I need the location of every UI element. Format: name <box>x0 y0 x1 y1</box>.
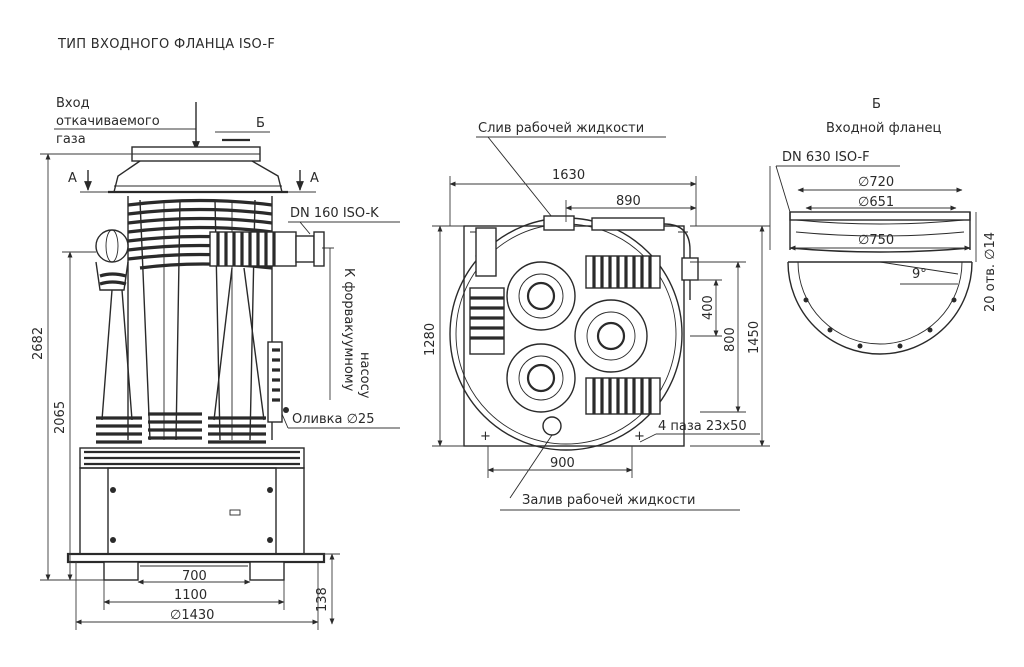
slots-label: 4 паза 23х50 <box>658 419 747 434</box>
side-view: Вход откачиваемого газа Б А А <box>31 96 400 630</box>
inlet-label-line1: Вход <box>56 96 90 111</box>
forvacuum-label-line2: насосу <box>357 352 372 399</box>
forvacuum-label-line1: К форвакуумному <box>341 268 356 392</box>
dim-flange-750: ∅750 <box>858 233 894 248</box>
top-drain-label: Слив рабочей жидкости <box>478 121 644 136</box>
flange-angle: 9° <box>912 267 927 282</box>
dim-base-height: 138 <box>315 587 330 612</box>
dim-top-1450: 1450 <box>747 321 762 354</box>
dim-top-400: 400 <box>701 295 716 320</box>
pump-chamber-2 <box>574 299 648 373</box>
drain-label: Оливка ∅25 <box>292 412 374 427</box>
dim-flange-651: ∅651 <box>858 195 894 210</box>
flange-dn-label: DN 630 ISO-F <box>782 150 870 165</box>
lower-cooling-coils <box>96 412 266 444</box>
dim-lower-height: 2065 <box>53 401 68 434</box>
dim-top-offset: 890 <box>616 194 641 209</box>
flange-title: Входной фланец <box>826 121 941 136</box>
dim-total-height: 2682 <box>31 327 46 360</box>
top-view: Слив рабочей жидкости + + + <box>423 121 770 511</box>
pump-chamber-1 <box>506 261 576 331</box>
dim-top-900: 900 <box>550 456 575 471</box>
top-fill-label: Залив рабочей жидкости <box>522 493 695 508</box>
inlet-label-line3: газа <box>56 132 86 147</box>
dim-top-800: 800 <box>723 327 738 352</box>
dim-inner-width: 700 <box>182 569 207 584</box>
section-a-left: А <box>68 171 77 186</box>
section-a-right: А <box>310 171 319 186</box>
bolt-holes <box>803 297 957 349</box>
dim-top-width: 1630 <box>552 168 585 183</box>
drawing-title: ТИП ВХОДНОГО ФЛАНЦА ISO-F <box>57 37 275 52</box>
flange-view: Б Входной фланец DN 630 ISO-F ∅720 ∅651 … <box>769 97 998 355</box>
dim-flange-720: ∅720 <box>858 175 894 190</box>
dn-outlet-label: DN 160 ISO-K <box>290 206 379 221</box>
svg-text:+: + <box>634 429 645 444</box>
dim-base-width: ∅1430 <box>170 608 214 623</box>
dim-top-height: 1280 <box>423 323 438 356</box>
dim-frame-width: 1100 <box>174 588 207 603</box>
section-b-marker: Б <box>256 116 265 131</box>
flange-holes: 20 отв. ∅14 <box>983 232 998 312</box>
svg-text:+: + <box>480 429 491 444</box>
inlet-label-line2: откачиваемого <box>56 114 160 129</box>
flange-section-b: Б <box>872 97 881 112</box>
pump-chamber-3 <box>506 343 576 413</box>
